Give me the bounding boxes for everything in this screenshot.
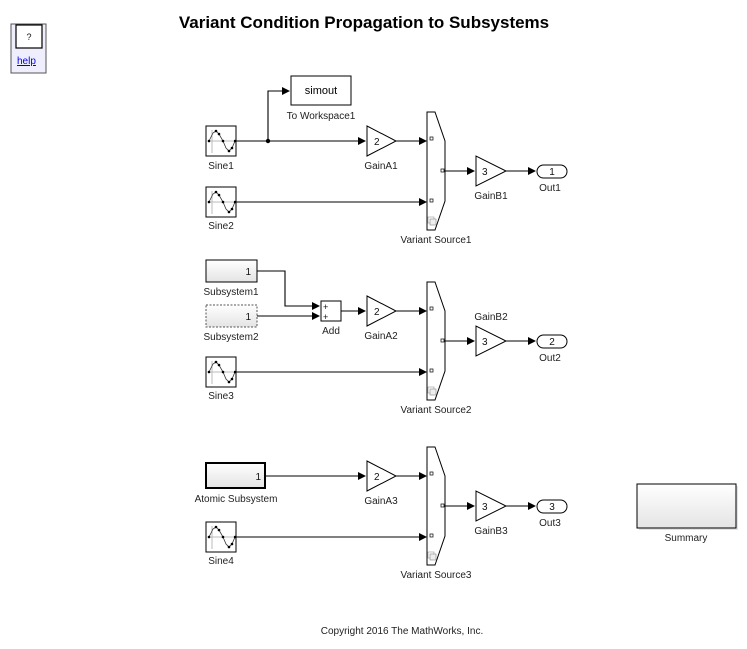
out3-block[interactable]: 3 Out3 <box>536 499 568 529</box>
out1-block[interactable]: 1 Out1 <box>536 164 568 194</box>
atomic-subsystem-label: Atomic Subsystem <box>195 494 278 505</box>
copyright-text: Copyright 2016 The MathWorks, Inc. <box>321 626 484 637</box>
sine2-block[interactable]: Sine2 <box>205 186 237 232</box>
subsystem2-value: 1 <box>245 312 251 323</box>
atomic-subsystem-value: 1 <box>255 472 261 483</box>
variant-badge-icon <box>427 551 437 561</box>
gainB1-value: 3 <box>482 167 488 178</box>
signal-lines-section3 <box>236 472 536 541</box>
atomic-subsystem-block[interactable]: 1 Atomic Subsystem <box>195 462 278 505</box>
gainA2-value: 2 <box>374 307 380 318</box>
add-label: Add <box>322 326 340 337</box>
subsystem1-block[interactable]: 1 Subsystem1 <box>203 259 259 298</box>
add-block[interactable]: + + Add <box>320 300 342 337</box>
gainA1-label: GainA1 <box>364 161 398 172</box>
gainB2-block[interactable]: 3 GainB2 <box>474 312 508 357</box>
out2-block[interactable]: 2 Out2 <box>536 334 568 364</box>
summary-block[interactable]: Summary <box>636 483 738 544</box>
sine3-label: Sine3 <box>208 391 234 402</box>
gainA2-label: GainA2 <box>364 331 398 342</box>
add-sign-1: + <box>323 302 328 312</box>
gainA3-value: 2 <box>374 472 380 483</box>
out3-label: Out3 <box>539 518 561 529</box>
variant-source2-block[interactable]: Variant Source2 <box>401 281 472 416</box>
variant-source3-block[interactable]: Variant Source3 <box>401 446 472 581</box>
help-icon-box[interactable] <box>15 24 43 49</box>
gainA1-value: 2 <box>374 137 380 148</box>
to-workspace-block[interactable]: simout To Workspace1 <box>287 75 356 122</box>
variant-badge-icon <box>427 386 437 396</box>
sine2-label: Sine2 <box>208 221 234 232</box>
sine4-label: Sine4 <box>208 556 234 567</box>
sine3-block[interactable]: Sine3 <box>205 356 237 402</box>
subsystem2-label: Subsystem2 <box>203 332 258 343</box>
help-block[interactable]: ? help <box>10 23 47 74</box>
gainB2-value: 3 <box>482 337 488 348</box>
gainA2-block[interactable]: 2 GainA2 <box>364 295 398 342</box>
out2-value: 2 <box>549 337 555 348</box>
gainB2-label: GainB2 <box>474 312 508 323</box>
sine4-block[interactable]: Sine4 <box>205 521 237 567</box>
signal-lines-section2 <box>236 270 536 376</box>
sine1-label: Sine1 <box>208 161 234 172</box>
gainA3-block[interactable]: 2 GainA3 <box>364 460 398 507</box>
out3-value: 3 <box>549 502 555 513</box>
out2-label: Out2 <box>539 353 561 364</box>
summary-label: Summary <box>665 533 708 544</box>
signal-lines-section1 <box>236 87 536 206</box>
gainA3-label: GainA3 <box>364 496 398 507</box>
gainB3-value: 3 <box>482 502 488 513</box>
variant-source1-block[interactable]: Variant Source1 <box>401 111 472 246</box>
gainB1-label: GainB1 <box>474 191 508 202</box>
sine1-block[interactable]: Sine1 <box>205 125 237 172</box>
gainB1-block[interactable]: 3 GainB1 <box>474 155 508 202</box>
help-icon: ? <box>26 32 31 42</box>
variant-source2-label: Variant Source2 <box>401 405 472 416</box>
out1-label: Out1 <box>539 183 561 194</box>
help-link[interactable]: help <box>17 56 36 67</box>
add-sign-2: + <box>323 312 328 322</box>
gainA1-block[interactable]: 2 GainA1 <box>364 125 398 172</box>
diagram-title: Variant Condition Propagation to Subsyst… <box>179 13 549 32</box>
subsystem2-block[interactable]: 1 Subsystem2 <box>203 304 259 343</box>
variant-badge-icon <box>427 216 437 226</box>
subsystem1-value: 1 <box>245 267 251 278</box>
out1-value: 1 <box>549 167 555 178</box>
gainB3-block[interactable]: 3 GainB3 <box>474 490 508 537</box>
variant-source3-label: Variant Source3 <box>401 570 472 581</box>
gainB3-label: GainB3 <box>474 526 508 537</box>
to-workspace-value: simout <box>305 85 337 97</box>
subsystem1-label: Subsystem1 <box>203 287 258 298</box>
variant-source1-label: Variant Source1 <box>401 235 472 246</box>
to-workspace-label: To Workspace1 <box>287 111 356 122</box>
